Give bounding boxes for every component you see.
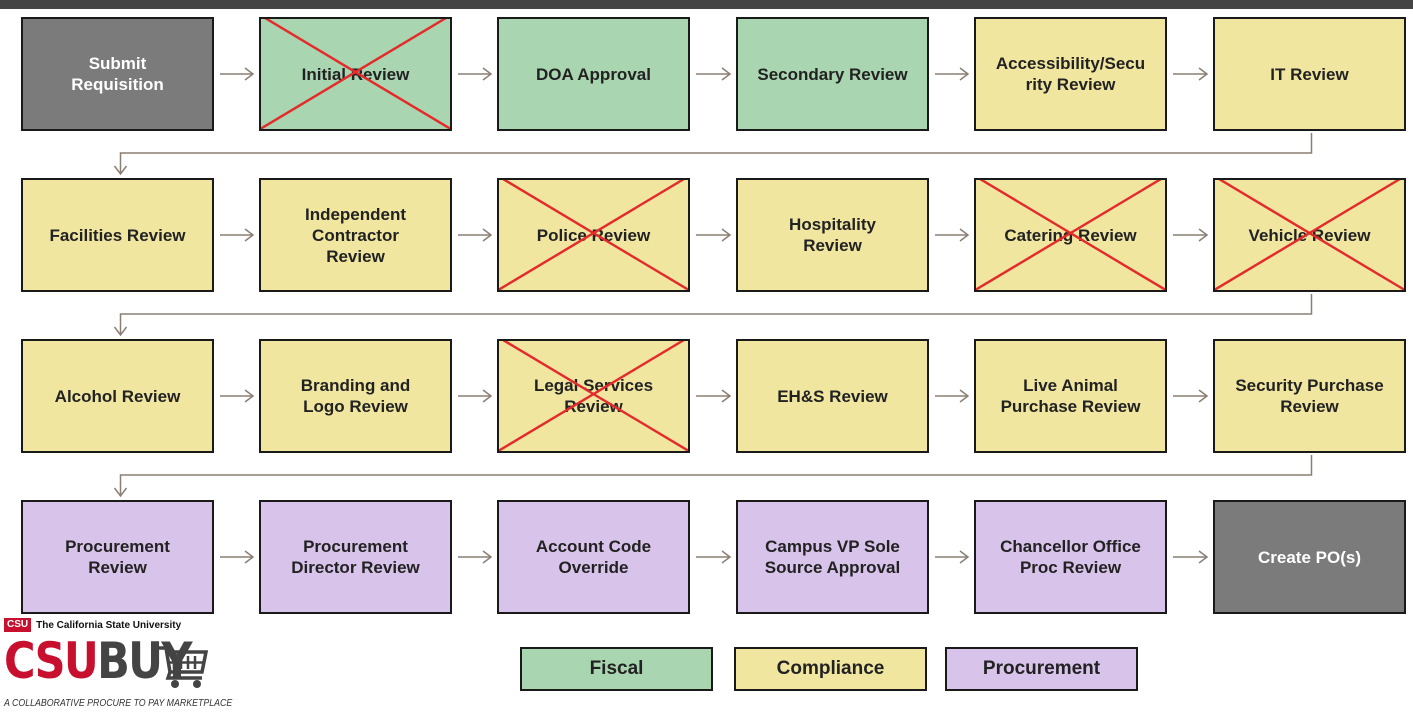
step-label: Procurement Review	[65, 537, 170, 577]
step-label: EH&S Review	[777, 386, 888, 406]
row-wrap-connector	[119, 455, 1313, 496]
step-label: DOA Approval	[536, 64, 651, 84]
arrowhead	[244, 228, 255, 242]
step-account-code-override: Account Code Override	[497, 500, 690, 614]
arrowhead	[482, 550, 493, 564]
step-hospitality-review: Hospitality Review	[736, 178, 929, 292]
step-secondary-review: Secondary Review	[736, 17, 929, 131]
step-vehicle-review: Vehicle Review	[1213, 178, 1406, 292]
row-wrap-connector	[119, 133, 1313, 174]
arrowhead	[244, 550, 255, 564]
step-procurement-review: Procurement Review	[21, 500, 214, 614]
step-label: Facilities Review	[49, 225, 186, 245]
arrowhead	[959, 550, 970, 564]
arrowhead	[1198, 67, 1209, 81]
logo-tagline: A COLLABORATIVE PROCURE TO PAY MARKETPLA…	[4, 698, 233, 709]
step-label: Alcohol Review	[54, 386, 181, 406]
step-campus-vp-sole-source-approval: Campus VP Sole Source Approval	[736, 500, 929, 614]
step-create-po-s: Create PO(s)	[1213, 500, 1406, 614]
top-border-bar	[0, 0, 1413, 9]
step-security-purchase-review: Security Purchase Review	[1213, 339, 1406, 453]
arrowhead	[244, 389, 255, 403]
step-alcohol-review: Alcohol Review	[21, 339, 214, 453]
step-submit-requisition: Submit Requisition	[21, 17, 214, 131]
removed-step-cross-icon	[499, 180, 688, 290]
step-label: Independent Contractor Review	[304, 204, 407, 266]
step-label: Hospitality Review	[789, 215, 876, 255]
step-live-animal-purchase-review: Live Animal Purchase Review	[974, 339, 1167, 453]
step-police-review: Police Review	[497, 178, 690, 292]
step-it-review: IT Review	[1213, 17, 1406, 131]
step-facilities-review: Facilities Review	[21, 178, 214, 292]
step-label: Chancellor Office Proc Review	[1000, 537, 1141, 577]
legend-compliance: Compliance	[734, 647, 927, 691]
csubuy-logo: CSU The California State University CSUB…	[4, 618, 244, 714]
arrowhead	[482, 67, 493, 81]
arrowhead	[959, 67, 970, 81]
step-label: Secondary Review	[757, 64, 908, 84]
step-label: Catering Review	[1004, 225, 1137, 245]
arrowhead	[1198, 550, 1209, 564]
legend-procurement: Procurement	[945, 647, 1138, 691]
arrowhead	[482, 389, 493, 403]
step-label: Campus VP Sole Source Approval	[764, 537, 901, 577]
step-eh-s-review: EH&S Review	[736, 339, 929, 453]
removed-step-cross-icon	[1215, 180, 1404, 290]
step-label: Account Code Override	[535, 537, 652, 577]
csu-org-name: The California State University	[36, 619, 182, 631]
arrowhead	[721, 228, 732, 242]
csu-org-mark: CSU	[4, 618, 32, 632]
step-label: Accessibility/Secu rity Review	[995, 54, 1146, 94]
step-label: Procurement Director Review	[291, 537, 420, 577]
arrowhead	[113, 326, 128, 337]
arrowhead	[721, 550, 732, 564]
row-wrap-connector	[119, 294, 1313, 335]
step-label: Submit Requisition	[71, 54, 164, 94]
step-independent-contractor-review: Independent Contractor Review	[259, 178, 452, 292]
step-label: Create PO(s)	[1258, 547, 1361, 567]
arrowhead	[959, 228, 970, 242]
step-chancellor-office-proc-review: Chancellor Office Proc Review	[974, 500, 1167, 614]
step-accessibility-secu-rity-review: Accessibility/Secu rity Review	[974, 17, 1167, 131]
arrowhead	[244, 67, 255, 81]
step-label: Branding and Logo Review	[300, 376, 411, 416]
removed-step-cross-icon	[976, 180, 1165, 290]
arrowhead	[721, 389, 732, 403]
step-catering-review: Catering Review	[974, 178, 1167, 292]
shopping-cart-icon	[158, 646, 209, 688]
arrowhead	[113, 165, 128, 176]
step-label: IT Review	[1270, 64, 1349, 84]
step-label: Vehicle Review	[1248, 225, 1371, 245]
step-doa-approval: DOA Approval	[497, 17, 690, 131]
step-initial-review: Initial Review	[259, 17, 452, 131]
arrowhead	[113, 487, 128, 498]
step-legal-services-review: Legal Services Review	[497, 339, 690, 453]
arrowhead	[959, 389, 970, 403]
step-label: Live Animal Purchase Review	[1000, 376, 1141, 416]
csu-org-line: CSU The California State University	[4, 618, 181, 632]
arrowhead	[1198, 228, 1209, 242]
legend-fiscal: Fiscal	[520, 647, 713, 691]
step-label: Security Purchase Review	[1235, 376, 1384, 416]
arrowhead	[721, 67, 732, 81]
removed-step-cross-icon	[261, 19, 450, 129]
step-procurement-director-review: Procurement Director Review	[259, 500, 452, 614]
arrowhead	[1198, 389, 1209, 403]
step-branding-and-logo-review: Branding and Logo Review	[259, 339, 452, 453]
removed-step-cross-icon	[499, 341, 688, 451]
arrowhead	[482, 228, 493, 242]
